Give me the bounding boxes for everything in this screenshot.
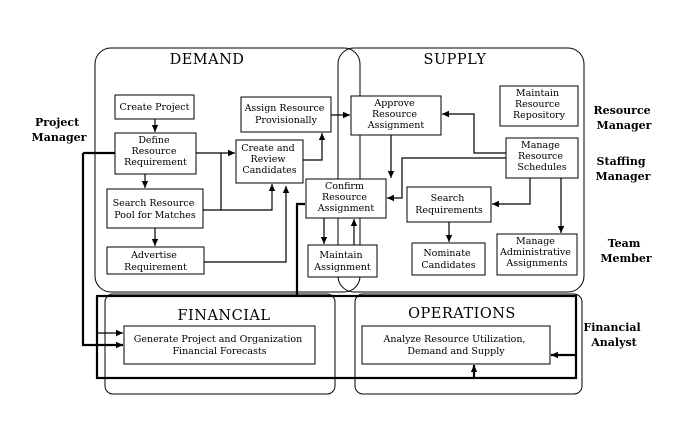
financial-operations-frame [95,294,578,380]
node-assign-resource-provisionally: Assign Resource Provisionally [240,96,332,133]
node-maintain-resource-repository: Maintain Resource Repository [499,85,579,127]
svg-text:Approve Resource A: Approve Resource Assignment [367,98,425,131]
role-project-manager: Project Manager [32,116,87,144]
operations-region [354,293,583,395]
node-create-review-candidates: Create and Review Candidates [235,139,304,184]
node-search-resource-pool: Search Resource Pool for Matches [106,188,204,229]
svg-text:Maintain Assignment: Maintain Assignment [313,250,371,273]
svg-text:Assign Resource Provisio: Assign Resource Provisionally [244,103,328,126]
supply-title: SUPPLY [424,52,487,68]
node-manage-resource-schedules: Manage Resource Schedules [505,137,579,179]
svg-text:Define Resource Re: Define Resource Requirement [124,135,187,168]
svg-text:Generate Project and Organizat: Generate Project and Organization Financ… [134,334,306,357]
demand-region [94,47,361,293]
node-nominate-candidates: Nominate Candidates [411,242,486,276]
node-approve-resource-assignment: Approve Resource Assignment [350,95,442,136]
svg-text:Search Resource Pool for: Search Resource Pool for Matches [113,198,198,221]
svg-text:Create and Review: Create and Review Candidates [241,143,297,176]
node-create-project: Create Project [114,94,195,120]
role-financial-analyst: Financial Analyst [583,321,644,349]
connectors [81,110,576,378]
role-team-member: Team Member [600,237,652,265]
node-maintain-assignment: Maintain Assignment [307,244,378,278]
supply-region [337,47,585,293]
node-search-requirements: Search Requirements [406,186,492,223]
node-confirm-resource-assignment: Confirm Resource Assignment [305,178,387,219]
node-analyze-utilization: Analyze Resource Utilization, Demand and… [361,325,551,365]
operations-title: OPERATIONS [408,306,516,322]
demand-title: DEMAND [170,52,245,68]
svg-text:Manage Resource Sc: Manage Resource Schedules [517,140,566,173]
node-manage-administrative-assignments: Manage Administrative Assignments [496,233,578,276]
svg-text:Advertise Requirement: Advertise Requirement [124,250,187,273]
svg-text:Nominate Candidates: Nominate Candidates [421,248,475,271]
svg-text:Confirm Resource A: Confirm Resource Assignment [317,181,375,214]
svg-text:Maintain Resource: Maintain Resource Repository [513,88,566,121]
svg-text:Create Project: Create Project [120,102,190,113]
financial-title: FINANCIAL [177,308,270,324]
role-resource-manager: Resource Manager [593,104,654,132]
svg-text:Analyze Resource Utilization,: Analyze Resource Utilization, Demand and… [382,334,528,357]
svg-text:Search Requirements: Search Requirements [415,193,483,216]
node-advertise-requirement: Advertise Requirement [106,246,205,275]
node-generate-forecasts: Generate Project and Organization Financ… [123,325,316,365]
role-staffing-manager: Staffing Manager [596,155,651,183]
node-define-resource-requirement: Define Resource Requirement [114,132,197,175]
svg-text:Manage Administrative: Manage Administrative Assignments [499,236,574,269]
